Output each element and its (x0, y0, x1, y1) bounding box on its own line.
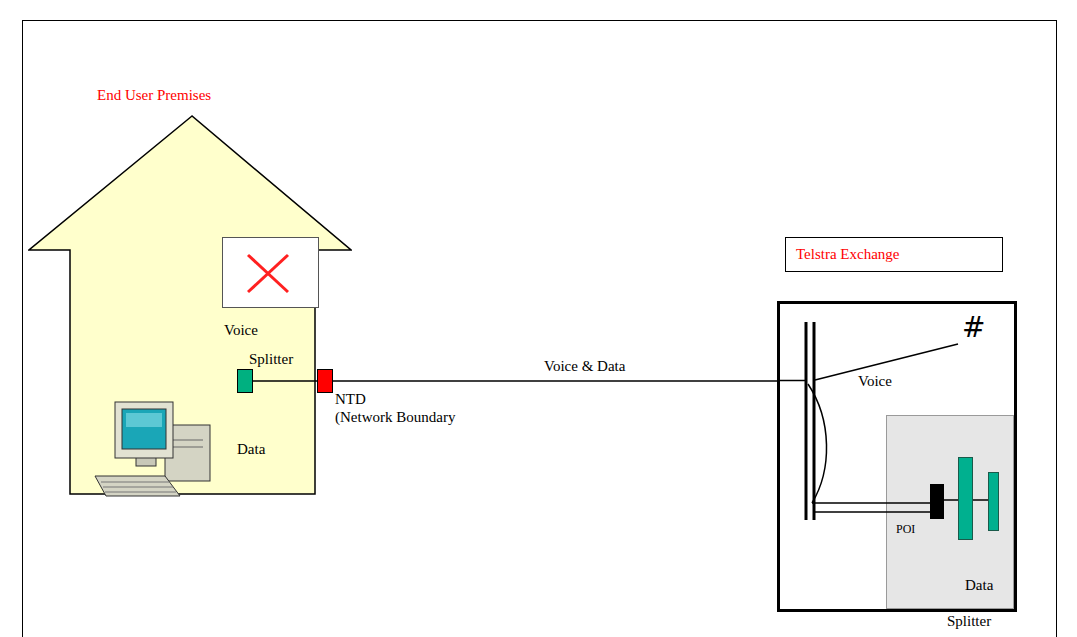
exchange-label-box: Telstra Exchange (785, 237, 1003, 272)
node-label: POI (896, 522, 915, 536)
data-wire (973, 499, 988, 501)
line-wire (777, 380, 806, 382)
connector-line (253, 380, 317, 382)
ntd-box: NTD(Network Boundary (317, 369, 333, 393)
node-label: (Network Boundary (335, 409, 455, 426)
house-shape (29, 116, 351, 494)
node-label: NTD (335, 391, 366, 408)
splitter-area: DataSplitterPOI (886, 415, 1014, 609)
node-label: Voice (858, 373, 892, 390)
node-label: Splitter (947, 613, 991, 630)
node-label: End User Premises (97, 87, 211, 104)
jumper-wire (808, 384, 827, 503)
data-wire (944, 499, 958, 501)
voice-wire (815, 344, 958, 380)
node-label: Telstra Exchange (786, 238, 909, 271)
frame-bar (813, 322, 816, 520)
poi-block: POI (930, 484, 944, 519)
splitter-box: Splitter (237, 369, 253, 393)
symbol-label: # (962, 313, 985, 343)
node-label: Splitter (249, 351, 293, 368)
cross (248, 255, 288, 292)
frame (23, 21, 1057, 637)
house-outline (28, 115, 352, 495)
window (223, 238, 319, 308)
data-wire (815, 511, 930, 513)
data-wire (812, 502, 930, 504)
premises-house: End User PremisesVoiceDataSplitter (28, 115, 352, 495)
splitter-block (989, 473, 999, 531)
node-label: Voice (224, 322, 258, 339)
cross (248, 255, 288, 292)
frame-bar (805, 322, 808, 520)
connector-label: Voice & Data (542, 358, 627, 375)
node-label: Data (965, 577, 993, 594)
exchange-box: VoiceDataSplitterPOI (777, 301, 1017, 612)
splitter-block (959, 458, 973, 540)
node-label: Data (237, 441, 265, 458)
connector-line (333, 380, 777, 382)
computer-icon (95, 402, 210, 496)
